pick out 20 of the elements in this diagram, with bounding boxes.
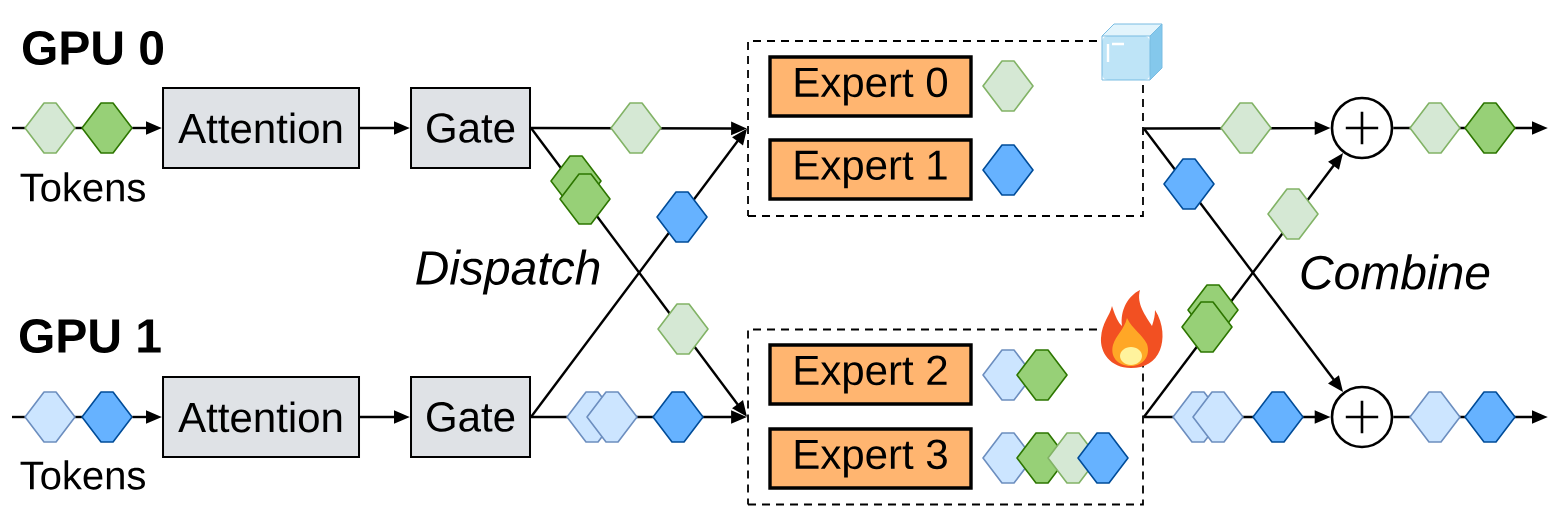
hexagons-icon bbox=[12, 102, 133, 154]
caption-text: Tokens bbox=[20, 460, 145, 490]
group-box bbox=[747, 40, 1144, 217]
row-heading: GPU 1 bbox=[19, 319, 161, 353]
expert-box: Expert 1 bbox=[768, 138, 973, 201]
process-box: Attention bbox=[162, 87, 360, 169]
process-box: Gate bbox=[410, 87, 531, 169]
phase-label: Combine bbox=[1301, 254, 1490, 290]
expert-box: Expert 0 bbox=[768, 55, 973, 118]
caption-text: Tokens bbox=[20, 172, 145, 202]
plus-circle bbox=[1330, 96, 1394, 160]
expert-box: Expert 2 bbox=[768, 343, 973, 406]
plus-circle bbox=[1330, 385, 1394, 449]
expert-box: Expert 3 bbox=[768, 427, 973, 490]
process-box: Gate bbox=[410, 376, 531, 458]
process-box: Attention bbox=[162, 376, 360, 458]
group-box bbox=[747, 328, 1144, 506]
phase-label: Dispatch bbox=[416, 249, 600, 295]
row-heading: GPU 0 bbox=[22, 31, 163, 65]
hexagons-icon bbox=[12, 391, 133, 443]
